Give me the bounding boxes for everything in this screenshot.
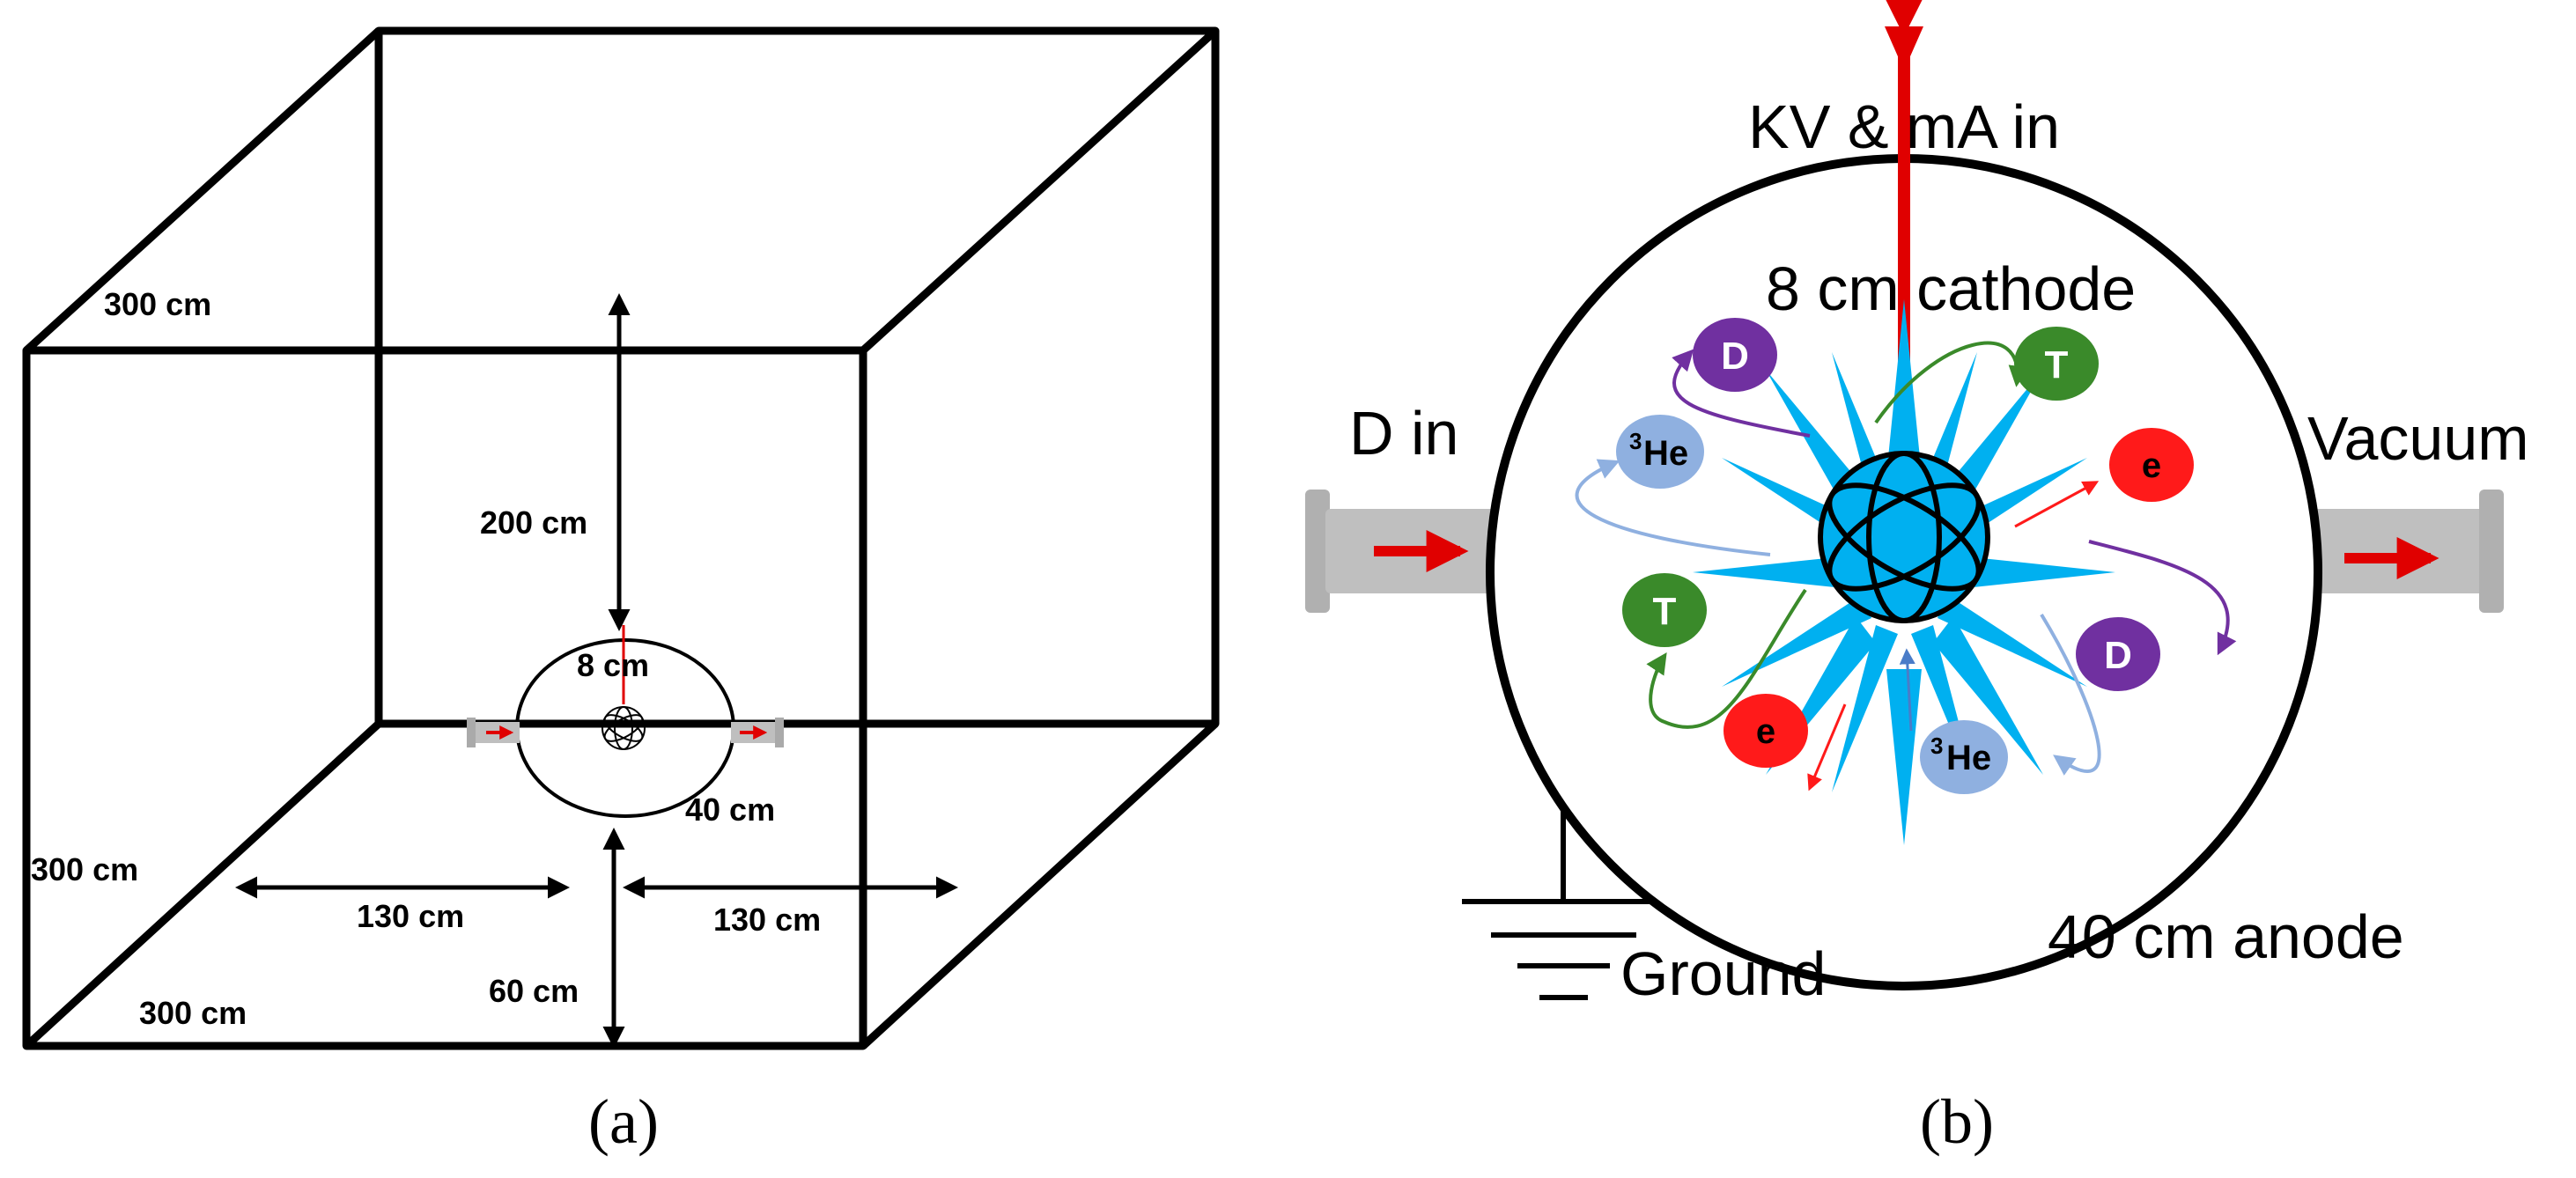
small-fusion-chamber — [467, 625, 784, 818]
room-box — [22, 26, 1220, 1050]
panel-a: 300 cm 300 cm 300 cm 200 cm 8 cm 40 cm 1… — [22, 26, 1220, 1157]
electron-particle-1: e — [2109, 428, 2194, 502]
label-right-gap: 130 cm — [713, 902, 821, 938]
panel-b: D D T T e e 3 — [1305, 0, 2529, 1157]
tritium-label: T — [2045, 343, 2069, 387]
label-left-gap: 130 cm — [357, 898, 464, 934]
label-vacuum: Vacuum — [2307, 404, 2529, 473]
helium3-particle-1: 3 He — [1616, 415, 1704, 489]
deuterium-particle-2: D — [2076, 617, 2160, 691]
label-cathode: 8 cm cathode — [1766, 254, 2136, 323]
helium3-symbol: He — [1643, 434, 1688, 473]
electron-label: e — [1756, 712, 1775, 751]
cathode-core — [1820, 453, 1988, 621]
label-below-chamber: 60 cm — [489, 973, 579, 1009]
label-height: 300 cm — [31, 851, 138, 887]
small-port-left — [467, 718, 520, 747]
cathode-grid-icon — [1818, 451, 1990, 623]
tritium-particle-2: T — [1622, 573, 1707, 647]
helium3-symbol: He — [1946, 739, 1991, 777]
deuterium-label: D — [1721, 335, 1749, 378]
small-port-right — [731, 718, 784, 747]
label-power-in: KV & mA in — [1748, 92, 2060, 161]
label-cathode-size: 8 cm — [577, 647, 649, 683]
power-feed-arrowhead-icon — [1885, 26, 1923, 70]
helium3-mass: 3 — [1930, 733, 1943, 759]
electron-label: e — [2142, 446, 2161, 485]
small-cathode-grid-icon — [602, 706, 646, 750]
deuterium-particle-1: D — [1693, 318, 1777, 392]
caption-b: (b) — [1920, 1086, 1994, 1157]
label-gas-in: D in — [1349, 399, 1458, 468]
tritium-particle-1: T — [2014, 327, 2099, 401]
label-width: 300 cm — [139, 995, 247, 1031]
label-depth-top: 300 cm — [104, 286, 211, 322]
helium3-mass: 3 — [1629, 428, 1642, 454]
dimension-arrows — [235, 293, 958, 1049]
port-left — [1305, 490, 1502, 613]
label-anode-size: 40 cm — [685, 791, 775, 828]
helium3-particle-2: 3 He — [1920, 720, 2008, 794]
particles: D D T T e e 3 — [1616, 318, 2194, 794]
label-above-chamber: 200 cm — [480, 504, 587, 541]
port-right — [2310, 490, 2504, 613]
label-ground: Ground — [1620, 939, 1826, 1008]
electron-particle-2: e — [1723, 694, 1808, 768]
tritium-label: T — [1653, 590, 1677, 633]
deuterium-label: D — [2104, 634, 2132, 677]
label-anode: 40 cm anode — [2048, 902, 2404, 971]
caption-a: (a) — [588, 1086, 659, 1157]
